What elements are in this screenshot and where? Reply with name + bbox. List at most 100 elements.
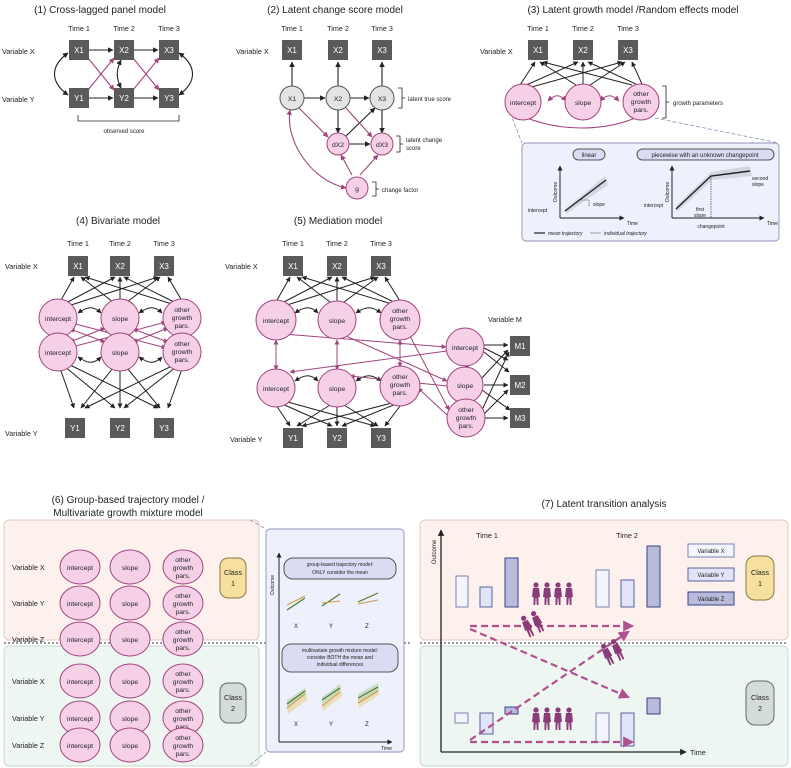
- p7-arrow-1-2: [469, 627, 631, 699]
- p4-x3: X3: [159, 262, 169, 271]
- p4-var-x: Variable X: [5, 262, 38, 271]
- person-icon: [601, 643, 607, 649]
- p6-bot-row1-text0: intercept: [67, 716, 93, 723]
- p2-note-true: latent true score: [408, 97, 452, 103]
- p3-box-x2: [573, 40, 593, 60]
- p6-bot-row0-text0: intercept: [67, 679, 93, 686]
- p4-time2: Time 2: [109, 239, 131, 248]
- p4-intercept-y: intercept: [45, 350, 71, 357]
- p6-top-row0-other-2: pars.: [175, 573, 190, 580]
- p3-circle-other: [622, 83, 660, 121]
- p2-note-change-1: latent change: [406, 138, 443, 144]
- panel-latent-change: (2) Latent change score model Time 1 Tim…: [236, 5, 452, 200]
- p6-bot-row2-circle2: [162, 727, 204, 763]
- person-icon: [555, 582, 561, 588]
- p5-intercept-m: intercept: [452, 345, 478, 352]
- p7-time1: Time 1: [476, 531, 498, 540]
- person-icon: [521, 615, 527, 621]
- person-icon: [566, 582, 572, 588]
- p2-circle-x3: [369, 85, 395, 111]
- p6-top-row1-text1: slope: [122, 601, 138, 608]
- p6-top-var-1: Variable Y: [12, 599, 45, 608]
- p6-inset-xaxis: Time: [381, 746, 392, 752]
- p4-other-x: other: [174, 307, 190, 314]
- p7-class2-badge: [745, 680, 775, 726]
- p6-box2-line2: consider BOTH the mean and: [307, 655, 373, 661]
- p3-tag-linear: linear: [582, 153, 597, 159]
- p1-y-boxes: Y1 Y2 Y3: [69, 88, 179, 108]
- p5-growth-y: growth: [390, 382, 411, 389]
- p6-bot-row2-circle0: [59, 727, 101, 763]
- p6-bot-row0-other-0: other: [175, 671, 191, 678]
- p7-y-label: Outcome: [432, 539, 438, 564]
- p3-x2: X2: [578, 46, 588, 55]
- panel-group-trajectory: (6) Group-based trajectory model / Multi…: [3, 495, 410, 767]
- person-icon: [565, 588, 573, 605]
- p5-y2: Y2: [332, 434, 342, 443]
- p5-var-y: Variable Y: [230, 435, 263, 444]
- p6-bot-row1-other-0: other: [175, 708, 191, 715]
- p6-box1-line1: group-based trajectory model:: [307, 562, 373, 568]
- p6-inset-x-top: X: [294, 624, 298, 630]
- p7-class2-panel: [419, 645, 789, 767]
- p2-box-x3: [372, 40, 392, 60]
- p6-class2-num: 2: [231, 704, 235, 713]
- person-icon: [533, 707, 539, 713]
- p6-bot-row2-other-2: pars.: [175, 751, 190, 758]
- p2-obs-boxes: X1 X2 X3: [282, 40, 392, 60]
- p5-pars-m: pars.: [458, 423, 473, 430]
- p6-top-row1-text0: intercept: [67, 601, 93, 608]
- person-icon: [522, 619, 535, 638]
- p3-box-x3: [618, 40, 638, 60]
- p7-bar-c1-t1-z: [504, 557, 519, 608]
- p6-top-row0-circle1: [109, 549, 151, 585]
- person-icon: [602, 647, 615, 666]
- p2-circle-dx3: [370, 132, 394, 156]
- p3-second-2: slope: [752, 182, 764, 188]
- person-icon: [544, 707, 550, 713]
- p2-dx2: dX2: [332, 142, 344, 149]
- p6-bot-row2-other-1: growth: [173, 743, 194, 750]
- p3-second-1: second: [752, 176, 768, 182]
- p6-top-row2-other-0: other: [175, 629, 191, 636]
- p6-top-row1-circle1: [109, 585, 151, 621]
- p3-first-1: first: [696, 207, 705, 213]
- p4-intercept-x: intercept: [45, 316, 71, 323]
- p1-var-x: Variable X: [2, 47, 35, 56]
- p3-time1: Time 1: [527, 24, 549, 33]
- p7-bar-c2-t2-x: [595, 712, 610, 743]
- person-icon: [532, 713, 540, 730]
- p7-class1-label: Class: [751, 568, 769, 577]
- p2-circle-dx2: [326, 132, 350, 156]
- p6-bot-row1-text1: slope: [122, 716, 138, 723]
- p6-class1-num: 1: [231, 579, 235, 588]
- p6-inset-y-bottom: Y: [329, 722, 333, 728]
- p4-y2: Y2: [115, 424, 125, 433]
- p3-x3: X3: [623, 46, 633, 55]
- p7-bar-c1-t1-y: [479, 586, 493, 608]
- p7-legend-z-swatch: [687, 591, 735, 606]
- p6-bot-row2-other-0: other: [175, 735, 191, 742]
- panel-mediation: (5) Mediation model Time 1 Time 2 Time 3…: [225, 216, 530, 448]
- p5-var-m: Variable M: [488, 315, 522, 324]
- person-icon: [610, 639, 617, 645]
- p3-changepoint: changepoint: [697, 224, 725, 230]
- p6-top-row2-circle2: [162, 621, 204, 657]
- p2-obs-x1: X1: [287, 46, 297, 55]
- p6-bot-row2-circle1: [109, 727, 151, 763]
- p3-tag-piecewise: piecewise with an unknown changepoint: [651, 153, 758, 159]
- p7-arrow-2-1: [469, 630, 630, 741]
- p5-m3: M3: [514, 414, 526, 423]
- p1-box-y2: [114, 88, 134, 108]
- p6-inset-y-top: Y: [329, 624, 333, 630]
- p5-slope-m: slope: [457, 383, 473, 390]
- p6-top-row2-other-1: growth: [173, 637, 194, 644]
- person-icon: [566, 707, 572, 713]
- panel6-title-2: Multivariate growth mixture model: [53, 508, 203, 519]
- p4-x1: X1: [73, 262, 83, 271]
- p2-time3: Time 3: [371, 24, 393, 33]
- p5-other-x: other: [392, 308, 408, 315]
- p2-obs-x3: X3: [377, 46, 387, 55]
- p5-growth-m: growth: [456, 415, 477, 422]
- p6-top-row1-other-2: pars.: [175, 609, 190, 616]
